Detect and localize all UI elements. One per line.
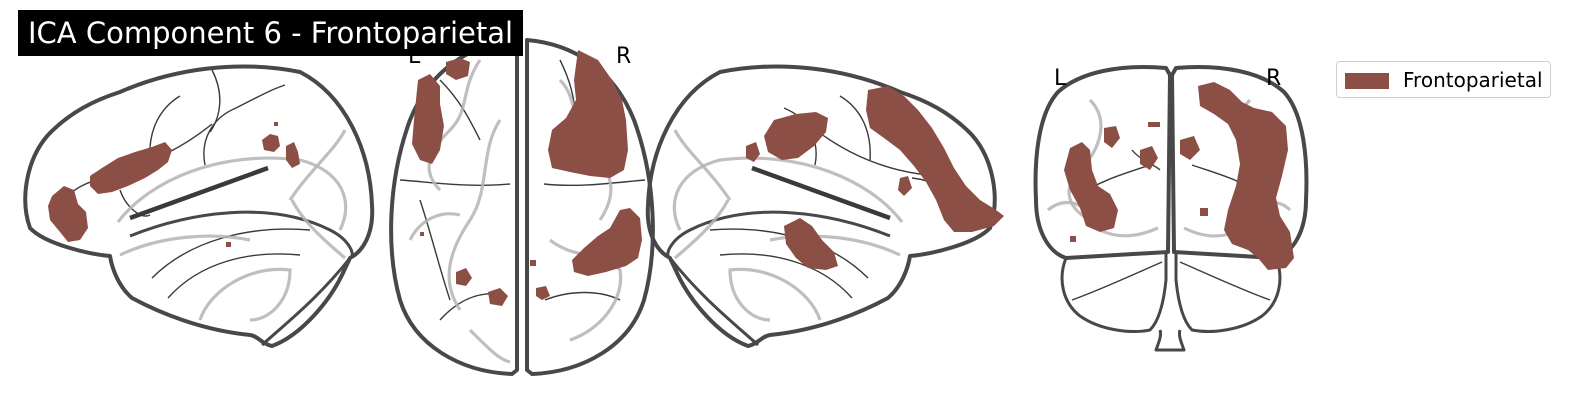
sagittal-right-sulcus: [839, 95, 871, 161]
sagittal-left-sylvian: [129, 165, 269, 221]
coronal-right-label: R: [1266, 66, 1282, 91]
activation-blob: [48, 186, 88, 242]
sagittal-left-ghost: [290, 199, 347, 260]
axial-sulcus: [543, 179, 646, 187]
axial-sulcus: [419, 199, 451, 301]
activation-blob: [746, 142, 760, 162]
activation-blob: [536, 286, 550, 300]
sagittal-right-sulcus: [719, 253, 853, 299]
axial-sulcus: [399, 179, 511, 187]
axial-sulcus: [544, 291, 621, 301]
activation-blob: [1200, 208, 1208, 216]
coronal-brainstem: [1154, 329, 1186, 352]
sagittal-left-ghost: [198, 267, 292, 322]
activation-blob: [1140, 146, 1158, 170]
activation-blob: [446, 58, 470, 80]
activation-blob: [274, 122, 278, 126]
sagittal-right-sylvian: [751, 165, 891, 221]
activation-blob: [420, 232, 424, 236]
coronal-left-cerebellum: [1060, 252, 1168, 333]
activation-blob: [784, 218, 838, 270]
activation-blob: [412, 74, 444, 164]
activation-blob: [548, 50, 628, 178]
sagittal-left-sulcus: [203, 84, 286, 166]
axial-ghost: [408, 212, 461, 241]
activation-blob: [262, 134, 280, 152]
sagittal-left-temporal: [129, 210, 354, 347]
axial-view: [389, 38, 655, 376]
activation-blob: [1148, 122, 1160, 127]
sagittal-right-ghost: [728, 267, 822, 322]
axial-left-label: L: [408, 44, 421, 69]
axial-right-label: R: [616, 44, 632, 69]
axial-sulcus: [439, 79, 481, 141]
sagittal-right-outline: [645, 64, 997, 348]
activation-blob: [1104, 126, 1120, 148]
coronal-right-cerebellum: [1174, 252, 1282, 333]
axial-ghost: [427, 59, 482, 192]
activation-blob: [898, 176, 912, 196]
coronal-sulcus: [1179, 261, 1271, 301]
activation-blob: [226, 242, 231, 247]
coronal-left-label: L: [1054, 66, 1067, 91]
sagittal-left-view: [23, 64, 375, 348]
activation-blob: [1070, 236, 1076, 242]
sagittal-left-ghost: [119, 234, 251, 257]
coronal-left-hemisphere: [1033, 65, 1172, 260]
activation-blob: [1198, 82, 1294, 270]
legend: Frontoparietal: [1336, 61, 1551, 98]
activation-blob: [1064, 142, 1118, 232]
coronal-ghost: [1099, 226, 1159, 238]
activation-blob: [488, 288, 508, 306]
axial-ghost: [447, 119, 502, 311]
sagittal-left-sulcus: [167, 253, 301, 299]
activation-blob: [530, 260, 536, 266]
sagittal-right-view: [645, 64, 1004, 348]
coronal-view: [1033, 65, 1309, 352]
axial-ghost: [549, 238, 623, 342]
sagittal-left-ghost: [116, 156, 348, 231]
activation-blob: [764, 112, 828, 160]
sagittal-left-sulcus: [119, 189, 151, 217]
sagittal-right-ghost: [769, 234, 901, 257]
sagittal-right-ghost: [672, 156, 904, 231]
figure-title: ICA Component 6 - Frontoparietal: [18, 10, 524, 56]
sagittal-left-outline: [23, 64, 375, 348]
activation-blob: [286, 142, 300, 168]
sagittal-left-ghost: [288, 129, 347, 201]
sagittal-left-sulcus: [209, 69, 221, 133]
sagittal-right-ghost: [673, 199, 730, 260]
axial-ghost: [468, 328, 511, 364]
coronal-sulcus: [1071, 261, 1163, 301]
activation-blob: [1180, 136, 1200, 160]
sagittal-right-ghost: [673, 129, 732, 201]
activation-blob: [456, 268, 472, 286]
legend-swatch: [1345, 73, 1389, 89]
axial-left-hemisphere: [389, 38, 519, 376]
activation-blob: [866, 86, 1004, 232]
sagittal-right-temporal: [666, 210, 891, 347]
activation-blob: [90, 142, 172, 194]
legend-label: Frontoparietal: [1403, 68, 1543, 92]
activation-blob: [572, 208, 642, 276]
